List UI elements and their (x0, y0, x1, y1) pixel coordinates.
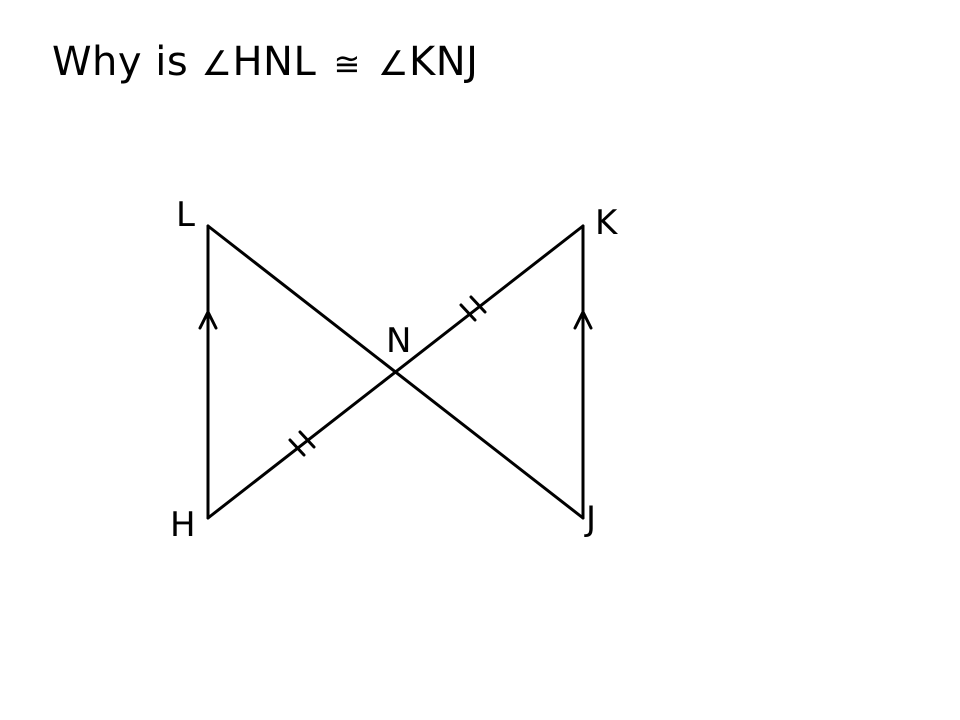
angle-symbol-1: ∠ (201, 44, 233, 84)
tick-marks-hn (288, 430, 316, 457)
parallel-arrow-hl (198, 308, 218, 330)
congruent-symbol: ≅ (333, 45, 361, 83)
question-prefix: Why is (52, 39, 189, 85)
angle-knj-label: KNJ (408, 39, 479, 85)
point-label-k: K (595, 203, 619, 243)
segment-hk (206, 224, 585, 520)
question-title: Why is ∠HNL ≅ ∠KNJ (52, 38, 478, 88)
tick-marks-nk (459, 295, 487, 322)
point-label-l: L (176, 195, 195, 235)
point-label-n: N (386, 321, 411, 361)
point-label-j: J (584, 499, 596, 539)
angle-symbol-2: ∠ (378, 44, 409, 84)
parallel-arrow-kj (573, 308, 593, 330)
point-label-h: H (170, 505, 196, 545)
angle-hnl-label: HNL (232, 39, 317, 85)
